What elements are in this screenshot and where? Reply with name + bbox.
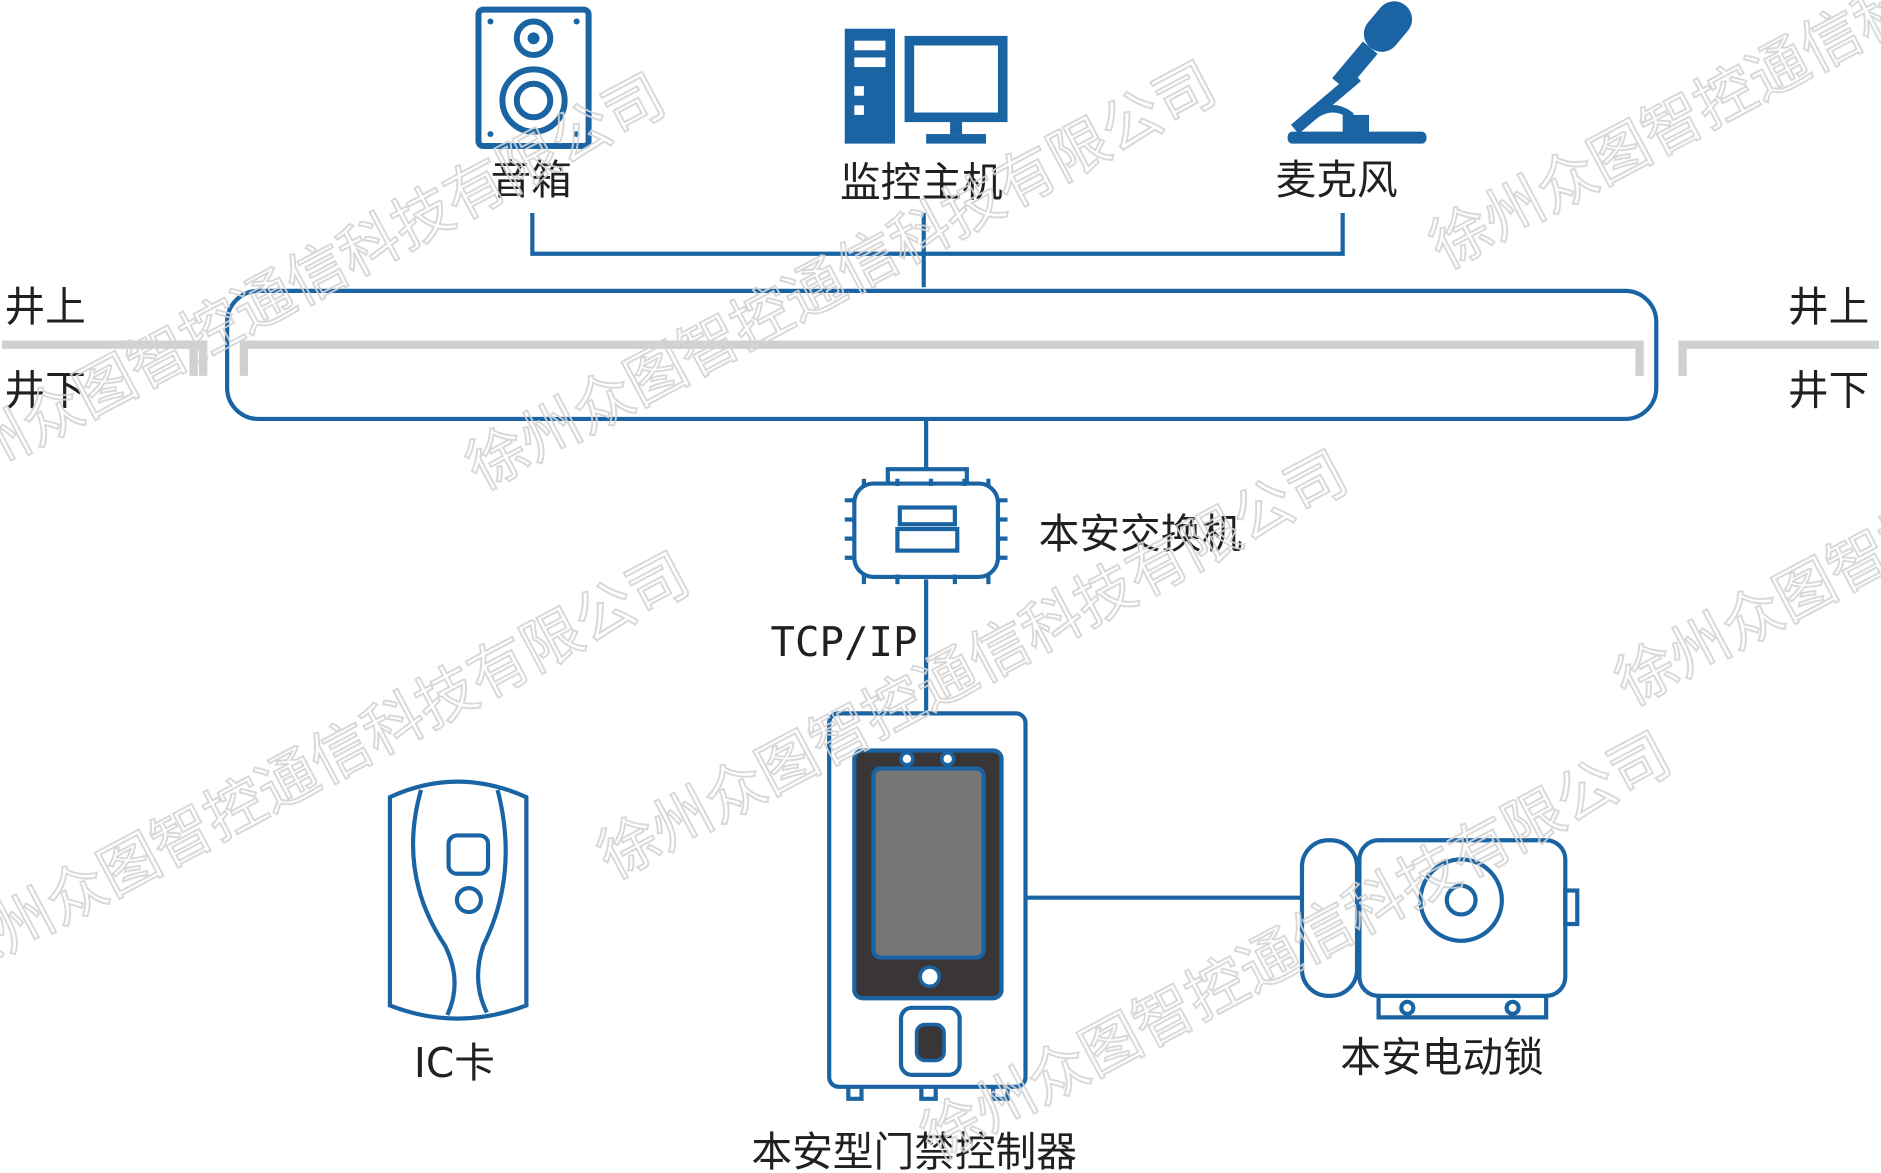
zone-label-below-left: 井下	[4, 367, 85, 415]
speaker-icon	[475, 6, 592, 150]
switch-label: 本安交换机	[1039, 510, 1242, 558]
electric-lock-icon	[1299, 838, 1580, 1020]
microphone-icon	[1287, 1, 1427, 144]
zone-label-above-left: 井上	[4, 283, 85, 331]
ic-card-reader-icon	[387, 779, 529, 1021]
watermark-text: 徐州众图智控通信科技有限公司	[0, 540, 701, 995]
controller-label: 本安型门禁控制器	[751, 1128, 1077, 1173]
surface-underground-divider	[2, 340, 1879, 376]
speaker-label: 音箱	[490, 156, 571, 204]
desktop-computer-icon	[844, 28, 1008, 144]
monitor-host-label: 监控主机	[840, 158, 1003, 206]
zone-label-above-right: 井上	[1788, 283, 1869, 331]
lock-label: 本安电动锁	[1340, 1033, 1543, 1081]
top-connectors	[530, 213, 1345, 288]
microphone-label: 麦克风	[1276, 156, 1398, 204]
watermark-text: 徐州众图智控通信科技有限公司	[1419, 0, 1881, 283]
zone-label-below-right: 井下	[1788, 367, 1869, 415]
watermark-text: 徐州众图智控通信科技有限公司	[1604, 264, 1881, 719]
ic-card-label: IC卡	[414, 1039, 495, 1087]
access-controller-icon	[827, 711, 1028, 1101]
switch-chip-icon	[844, 467, 1008, 585]
protocol-label: TCP/IP	[771, 618, 918, 666]
network-bus	[225, 288, 1659, 422]
